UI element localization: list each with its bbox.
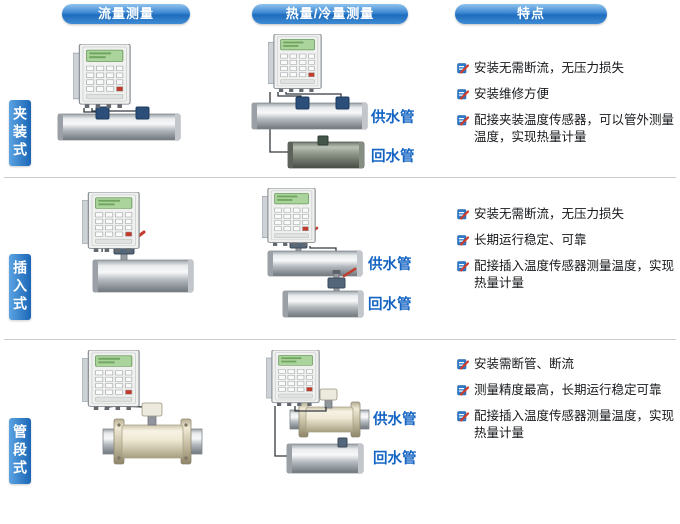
wall-converter-icon — [82, 192, 140, 252]
feature-text: 安装无需断流，无压力损失 — [474, 61, 625, 75]
return-pipe-label: 回水管 — [368, 295, 412, 313]
supply-pipe — [267, 250, 363, 277]
return-pipe — [282, 290, 364, 318]
insertion-probe-icon — [327, 267, 357, 294]
feature-text: 配接插入温度传感器测量温度，实现热量计量 — [474, 408, 675, 441]
feature-bullet-icon — [457, 89, 469, 100]
wall-converter-icon — [268, 34, 322, 92]
feature-bullet-icon — [457, 385, 469, 396]
pipe-section-flow-diagram — [82, 350, 203, 465]
temp-sensor-icon — [317, 135, 329, 146]
feature-bullet-icon — [457, 114, 469, 126]
insertion-heat-diagram: 供水管 回水管 — [262, 188, 412, 318]
supply-pipe-label: 供水管 — [370, 108, 415, 126]
feature-text: 安装维修方便 — [474, 86, 550, 101]
features-list-insertion: 安装无需断流，无压力损失 长期运行稳定、可靠 配接插入温度传感器测量温度，实现热… — [457, 206, 676, 301]
feature-bullet-icon — [457, 260, 469, 272]
feature-item: 安装需断管、断流 — [457, 356, 676, 374]
feature-item: 配接插入温度传感器测量温度，实现热量计量 — [457, 258, 676, 294]
return-pipe-label: 回水管 — [373, 449, 417, 467]
row-label-pipe-section-type: 管段式 — [9, 418, 31, 484]
sensor-cable — [274, 406, 287, 457]
feature-bullet-icon — [457, 235, 469, 246]
sensor-cable — [294, 406, 327, 412]
column-header-heat-measurement: 热量/冷量测量 — [252, 4, 408, 24]
feature-text: 安装无需断流，无压力损失 — [474, 207, 625, 221]
feature-item: 安装维修方便 — [457, 86, 676, 104]
return-pipe — [286, 443, 364, 474]
wall-converter-icon — [266, 350, 320, 406]
feature-bullet-icon — [457, 209, 469, 220]
row-divider — [4, 339, 676, 340]
insertion-flow-diagram — [82, 192, 194, 293]
measured-pipe — [57, 113, 181, 141]
features-list-pipe-section: 安装需断管、断流 测量精度最高，长期运行稳定可靠 配接插入温度传感器测量温度，实… — [457, 356, 676, 451]
row-divider — [4, 177, 676, 178]
clamp-sensor-icon — [135, 106, 150, 120]
feature-item: 安装无需断流，无压力损失 — [457, 206, 676, 224]
return-pipe — [287, 141, 365, 169]
supply-pipe-label: 供水管 — [372, 410, 417, 428]
feature-item: 长期运行稳定、可靠 — [457, 232, 676, 250]
return-pipe-label: 回水管 — [371, 147, 415, 165]
feature-text: 配接夹装温度传感器，可以管外测量温度，实现热量计量 — [474, 112, 675, 145]
feature-item: 配接夹装温度传感器，可以管外测量温度，实现热量计量 — [457, 112, 676, 148]
clamp-on-heat-diagram: 供水管 回水管 — [251, 34, 415, 169]
pipe-section-heat-diagram: 供水管 回水管 — [266, 350, 417, 474]
feature-bullet-icon — [457, 410, 469, 422]
feature-item: 测量精度最高，长期运行稳定可靠 — [457, 382, 676, 400]
supply-pipe-label: 供水管 — [367, 255, 412, 273]
clamp-sensor-icon — [295, 96, 310, 110]
feature-text: 测量精度最高，长期运行稳定可靠 — [474, 382, 662, 397]
wall-converter-icon — [82, 350, 140, 410]
clamp-sensor-icon — [95, 106, 110, 120]
feature-bullet-icon — [457, 359, 469, 370]
feature-item: 配接插入温度传感器测量温度，实现热量计量 — [457, 408, 676, 444]
features-list-clamp-on: 安装无需断流，无压力损失 安装维修方便 配接夹装温度传感器，可以管外测量温度，实… — [457, 60, 676, 155]
column-header-flow-measurement: 流量测量 — [62, 4, 190, 24]
feature-text: 长期运行稳定、可靠 — [474, 232, 587, 247]
wall-converter-icon — [262, 188, 316, 246]
flanged-flow-tube — [102, 402, 203, 465]
wall-converter-icon — [73, 44, 131, 108]
feature-item: 安装无需断流，无压力损失 — [457, 60, 676, 78]
row-label-insertion-type: 插入式 — [9, 254, 31, 320]
sensor-cable — [285, 92, 342, 98]
clamp-on-flow-diagram — [57, 44, 181, 141]
measured-pipe — [92, 259, 194, 293]
feature-text: 安装需断管、断流 — [474, 357, 575, 371]
feature-text: 配接插入温度传感器测量温度，实现热量计量 — [474, 258, 675, 291]
row-label-clamp-on-type: 夹装式 — [9, 100, 31, 166]
clamp-sensor-icon — [335, 96, 350, 110]
feature-bullet-icon — [457, 63, 469, 74]
column-header-features: 特点 — [455, 4, 607, 24]
temp-sensor-icon — [337, 437, 348, 448]
